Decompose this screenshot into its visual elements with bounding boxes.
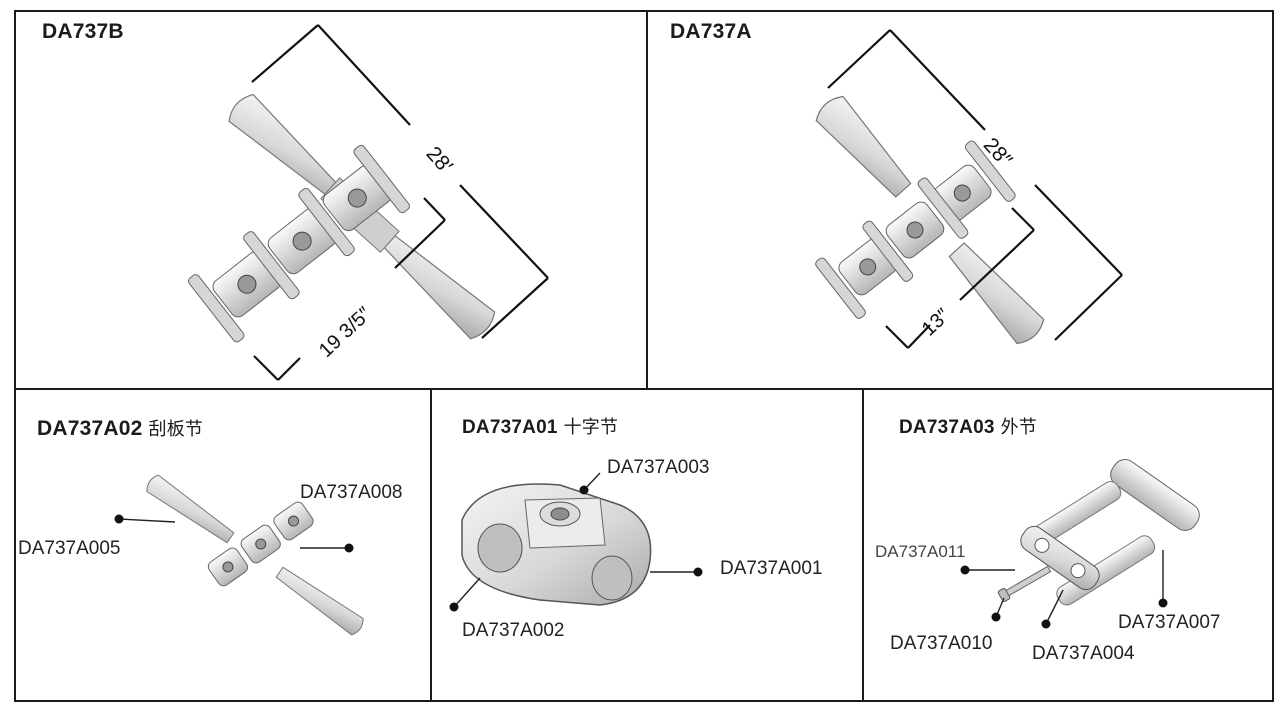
callout-da737a007: DA737A007	[1118, 612, 1221, 633]
da737b-chain-drawing	[187, 24, 549, 381]
callout-da737a004: DA737A004	[1032, 643, 1135, 664]
title-da737b: DA737B	[42, 20, 124, 43]
callout-da737a002: DA737A002	[462, 620, 565, 641]
callout-da737a003: DA737A003	[607, 457, 710, 478]
da737a01-cross-link-drawing	[461, 483, 652, 606]
title-da737a01-cn: 十字节	[563, 417, 619, 437]
da737a-chain-drawing	[815, 29, 1123, 349]
callout-da737a010: DA737A010	[890, 633, 993, 654]
title-da737a02-cn: 刮板节	[148, 419, 204, 439]
da737b-width-label: 19 3/5″	[315, 303, 376, 362]
da737a-width-label: 13″	[918, 304, 954, 340]
callout-da737a005: DA737A005	[18, 538, 121, 559]
da737a03-outer-link-drawing	[997, 459, 1200, 606]
title-da737a: DA737A	[670, 20, 752, 43]
callout-da737a001: DA737A001	[720, 558, 823, 579]
da737a02-scraper-link-drawing	[146, 474, 364, 636]
da737b-length-label: 28′	[421, 142, 456, 178]
title-da737a03-cn: 外节	[1000, 417, 1038, 437]
panel-da737a03	[862, 388, 1274, 702]
callout-da737a011: DA737A011	[875, 542, 966, 561]
callout-da737a008: DA737A008	[300, 482, 403, 503]
